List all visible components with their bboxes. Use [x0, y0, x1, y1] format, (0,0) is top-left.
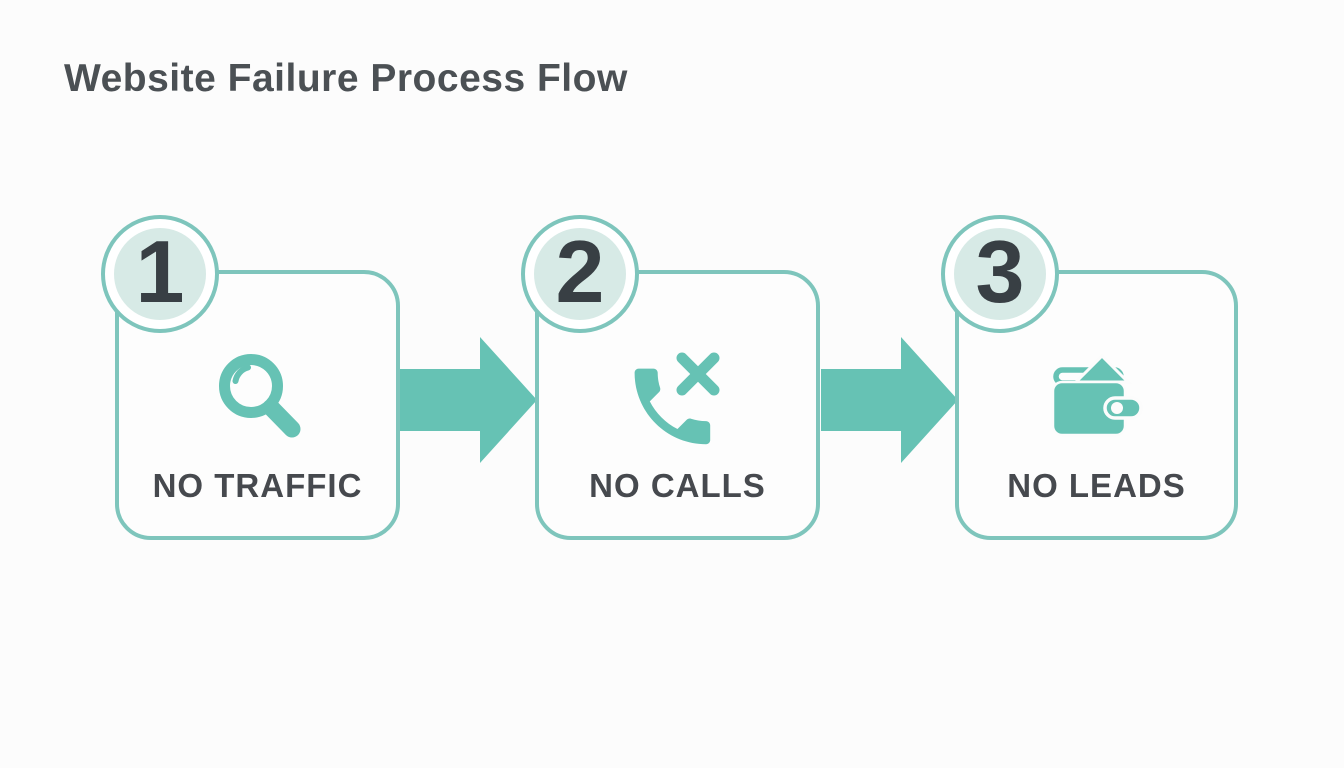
step-card-no-calls: 2 NO CALLS: [521, 215, 820, 540]
step-2-badge-circle: 2: [534, 222, 626, 321]
step-1-badge-circle: 1: [114, 222, 206, 321]
step-1-number-badge: 1: [101, 215, 219, 333]
step-1-label: NO TRAFFIC: [152, 467, 363, 504]
arrow-right-icon: [400, 337, 537, 463]
step-2-number-badge: 2: [521, 215, 639, 333]
phone-missed-icon: [628, 346, 728, 446]
step-2-label: NO CALLS: [589, 467, 766, 504]
page-title: Website Failure Process Flow: [64, 57, 628, 100]
step-3-badge-circle: 3: [954, 222, 1046, 321]
step-3-label: NO LEADS: [1007, 467, 1186, 504]
wallet-icon: [1047, 346, 1147, 446]
arrow-right-icon: [821, 337, 958, 463]
step-card-no-leads: 3 NO LEADS: [941, 215, 1238, 540]
step-2-number: 2: [555, 222, 605, 321]
step-1-number: 1: [135, 222, 185, 321]
step-3-number-badge: 3: [941, 215, 1059, 333]
step-card-no-traffic: 1 NO TRAFFIC: [101, 215, 400, 540]
step-3-number: 3: [975, 222, 1025, 321]
magnifier-icon: [208, 346, 308, 446]
